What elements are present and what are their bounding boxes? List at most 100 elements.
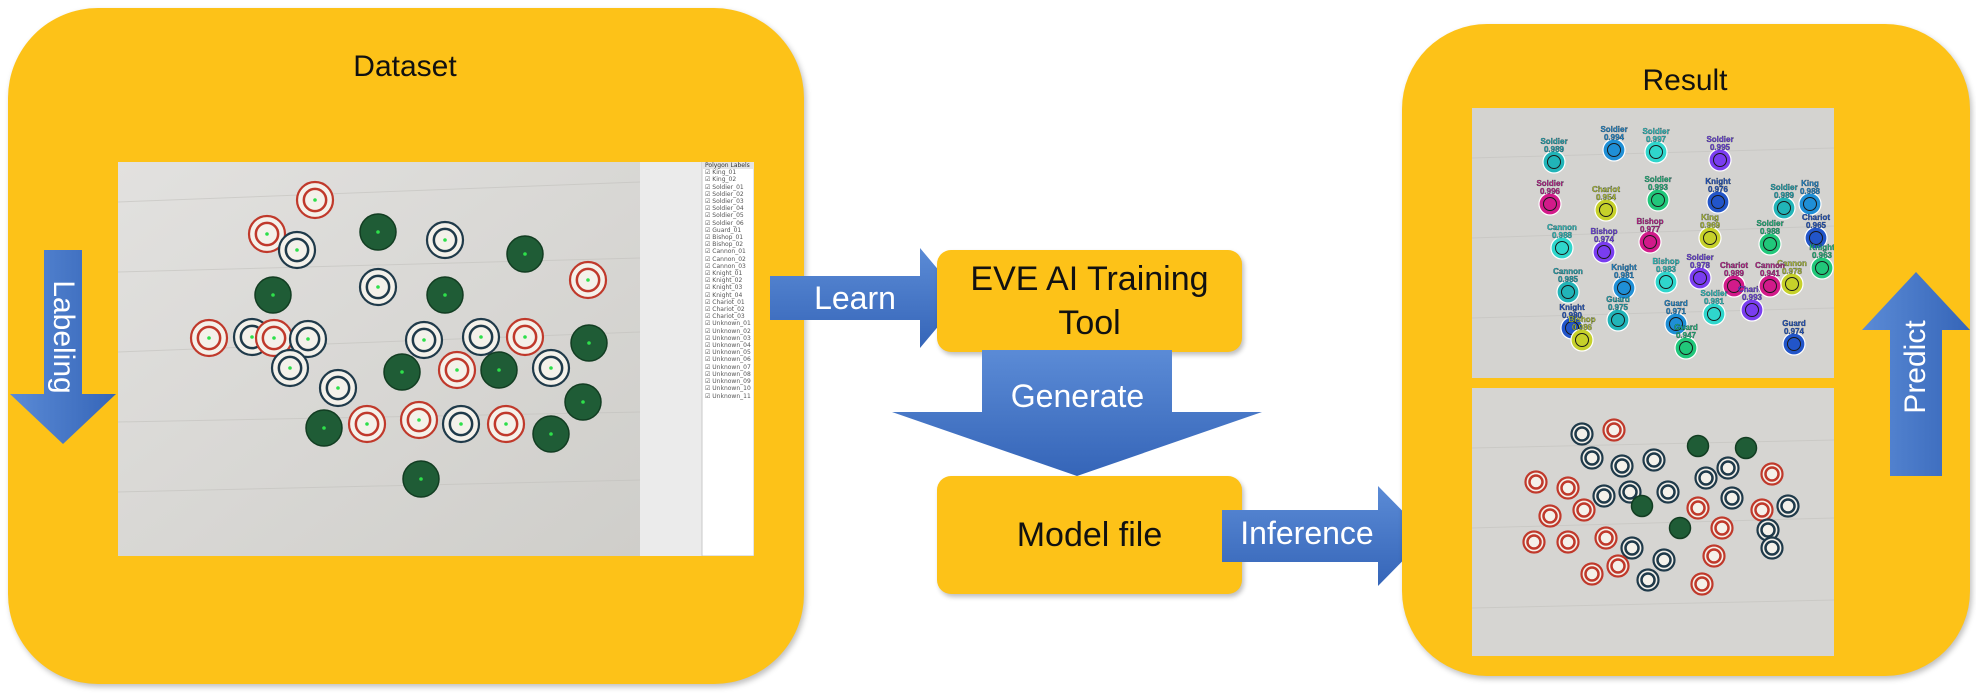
polygon-label-item[interactable]: ☑ Unknown_03 [705, 334, 751, 342]
chess-piece [358, 267, 398, 307]
chess-piece [318, 368, 358, 408]
detection-score: 0.983 [1656, 265, 1677, 274]
polygon-label-item[interactable]: ☑ Unknown_06 [705, 356, 751, 364]
chess-piece [359, 213, 397, 251]
polygon-label-item[interactable]: ☑ Unknown_11 [705, 392, 751, 400]
chess-piece [1556, 530, 1580, 554]
chess-piece [1720, 486, 1744, 510]
polygon-label-item[interactable]: ☑ Bishop_01 [705, 234, 744, 242]
polygon-label-item[interactable]: ☑ Unknown_07 [705, 363, 751, 371]
chess-piece [1694, 466, 1718, 490]
polygon-label-item[interactable]: ☑ Knight_02 [705, 277, 743, 285]
chess-piece [568, 260, 608, 300]
polygon-label-item[interactable]: ☑ Unknown_04 [705, 342, 751, 350]
detection-label: Cannon [1547, 223, 1577, 232]
detection-label: Cannon [1553, 267, 1583, 276]
detection-score: 0.978 [1782, 267, 1803, 276]
polygon-label-item[interactable]: ☑ Chariot_02 [705, 306, 745, 314]
polygon-label-item[interactable]: ☑ Unknown_05 [705, 349, 751, 357]
detection-score: 0.980 [1562, 311, 1583, 320]
chess-piece [404, 320, 444, 360]
detection-score: 0.988 [1760, 227, 1781, 236]
polygon-label-item[interactable]: ☑ Chariot_03 [705, 313, 745, 321]
chess-piece [480, 351, 518, 389]
detection-score: 0.993 [1648, 183, 1669, 192]
polygon-label-item[interactable]: ☑ Knight_01 [705, 270, 743, 278]
polygon-label-item[interactable]: ☑ Soldier_03 [705, 198, 744, 206]
detection-score: 0.947 [1676, 331, 1697, 340]
chess-piece [402, 460, 440, 498]
polygon-label-item[interactable]: ☑ Cannon_02 [705, 255, 746, 263]
detection-label: Knight [1809, 243, 1834, 252]
chess-piece [1716, 456, 1740, 480]
detection-label: Knight [1705, 177, 1731, 186]
detection-score: 0.986 [1572, 323, 1593, 332]
dataset-title: Dataset [353, 50, 457, 83]
detection-label: King [1801, 179, 1819, 188]
chess-piece [189, 318, 229, 358]
detection-score: 0.981 [1614, 271, 1635, 280]
detection-label: Soldier [1700, 289, 1727, 298]
detection-score: 0.995 [1710, 143, 1731, 152]
chess-piece [564, 383, 602, 421]
chess-piece [1606, 554, 1630, 578]
polygon-label-item[interactable]: ☑ Bishop_02 [705, 241, 744, 249]
detection-label: Guard [1664, 299, 1688, 308]
chess-piece [1636, 568, 1660, 592]
detection-score: 0.941 [1760, 269, 1781, 278]
polygon-label-item[interactable]: ☑ Soldier_01 [705, 183, 744, 191]
chess-piece [1702, 544, 1726, 568]
chess-piece [383, 353, 421, 391]
detection-label: Knight [1611, 263, 1637, 272]
detection-score: 0.989 [1544, 145, 1565, 154]
polygon-label-item[interactable]: ☑ Cannon_01 [705, 248, 746, 256]
detection-label: Knight [1559, 303, 1585, 312]
polygon-label-item[interactable]: ☑ Chariot_01 [705, 298, 745, 306]
polygon-label-item[interactable]: ☑ King_01 [705, 169, 737, 177]
detection-score: 0.981 [1704, 297, 1725, 306]
detection-label: Soldier [1644, 175, 1671, 184]
inference-input-image [1472, 388, 1834, 656]
polygon-label-item[interactable]: ☑ Unknown_08 [705, 370, 751, 378]
chess-piece [1760, 462, 1784, 486]
polygon-label-item[interactable]: ☑ King_02 [705, 176, 737, 184]
polygon-label-item[interactable]: ☑ Soldier_02 [705, 190, 744, 198]
chess-piece [347, 404, 387, 444]
training-tool-box: EVE AI Training Tool [937, 250, 1242, 352]
chess-piece [277, 230, 317, 270]
polygon-label-item[interactable]: ☑ Unknown_09 [705, 378, 751, 386]
polygon-label-item[interactable]: ☑ Soldier_05 [705, 212, 744, 220]
polygon-label-item[interactable]: ☑ Cannon_03 [705, 262, 746, 270]
chess-piece [441, 404, 481, 444]
polygon-label-item[interactable]: ☑ Unknown_01 [705, 320, 751, 328]
polygon-label-item[interactable]: ☑ Soldier_06 [705, 219, 744, 227]
polygon-label-item[interactable]: ☑ Soldier_04 [705, 205, 744, 213]
predict-arrow-label: Predict [1899, 320, 1932, 414]
polygon-label-item[interactable]: ☑ Unknown_02 [705, 327, 751, 335]
polygon-label-item[interactable]: ☑ Knight_03 [705, 284, 743, 292]
detection-score: 0.963 [1812, 251, 1833, 260]
polygon-label-item[interactable]: ☑ Guard_01 [705, 226, 742, 234]
chess-piece [1570, 422, 1594, 446]
polygon-label-item[interactable]: ☑ Unknown_10 [705, 385, 751, 393]
polygon-label-item[interactable]: ☑ Knight_04 [705, 291, 743, 299]
